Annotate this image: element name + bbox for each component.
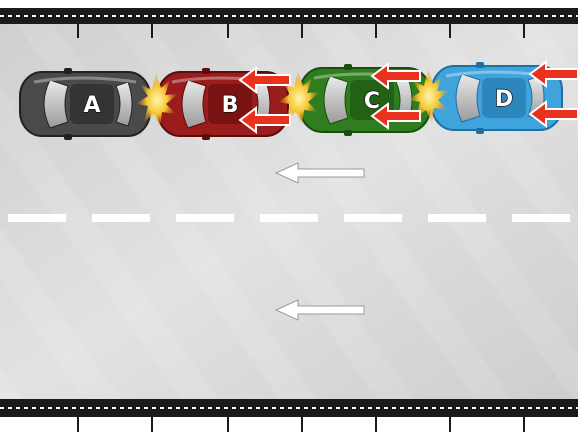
top-road-edge [0, 8, 578, 38]
impact-flash-bc [278, 70, 320, 126]
impact-flash-ab [136, 72, 178, 128]
car-label: A [83, 93, 100, 118]
lane-divider [8, 214, 570, 222]
impact-arrows-d [528, 60, 578, 128]
car-label: D [495, 87, 513, 112]
car-label: B [222, 93, 239, 118]
bottom-road-edge [0, 399, 578, 432]
travel-arrow-upper-lane [274, 162, 365, 184]
impact-arrows-b [238, 66, 291, 134]
travel-arrow-lower-lane [274, 299, 365, 321]
car-c: C [299, 64, 431, 136]
car-label: C [364, 89, 380, 114]
car-a: A [19, 68, 151, 140]
impact-arrows-c [370, 62, 421, 130]
